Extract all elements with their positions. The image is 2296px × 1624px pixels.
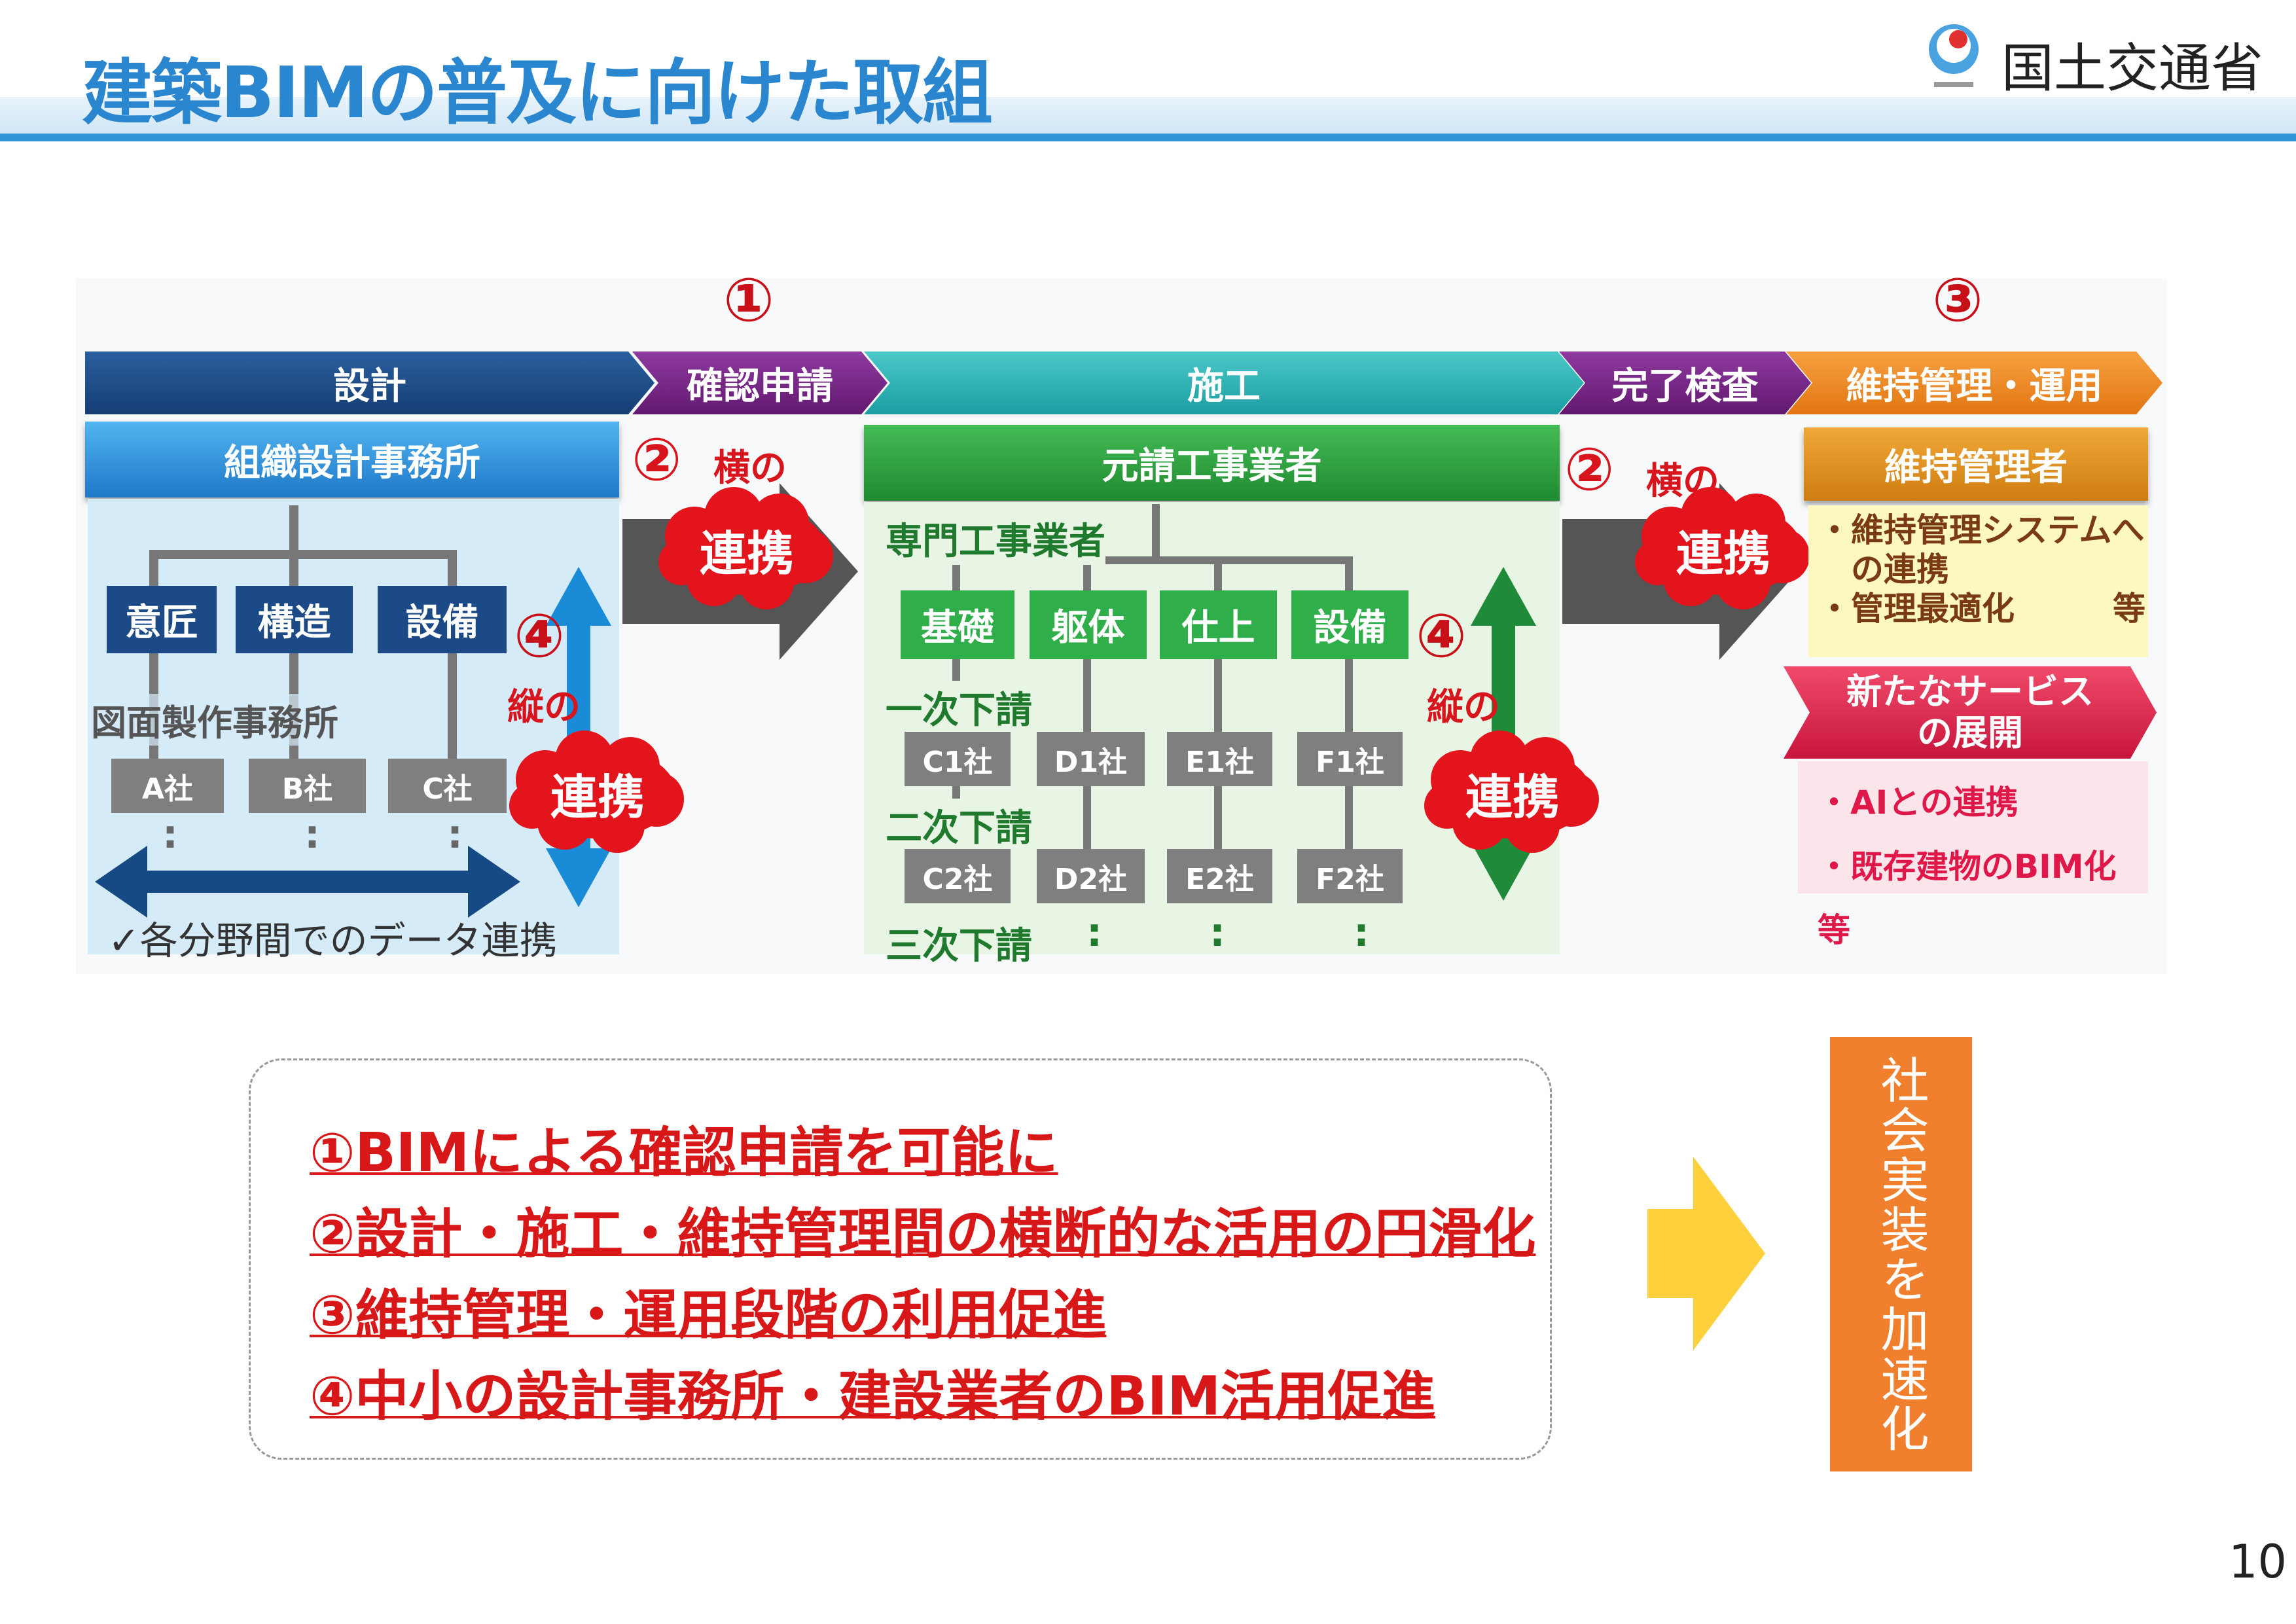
maintenance-area: ・維持管理システムへ の連携・管理最適化 等 (1808, 505, 2148, 657)
arrow-right-icon (1647, 1157, 1765, 1350)
org-label: 元請工事業者 (1102, 444, 1322, 488)
cloud-label: 連携 (550, 769, 645, 825)
company-e1: E1社 (1167, 732, 1272, 786)
ellipsis: : (304, 812, 320, 857)
header-rule (0, 134, 2296, 141)
cloud-label: 連携 (699, 526, 794, 581)
org-label: 組織設計事務所 (224, 441, 480, 484)
ellipsis: : (1210, 910, 1225, 956)
link-cloud: 連携 (1632, 484, 1815, 615)
services-area: ・AIとの連携 ・既存建物のBIM化 等 (1798, 761, 2148, 949)
phase-label: 維持管理・運用 (1846, 365, 2103, 408)
company-b: B社 (249, 759, 366, 813)
company-a: A社 (111, 759, 224, 813)
phase-label: 確認申請 (687, 365, 833, 408)
marker-2-glyph: ② (632, 425, 682, 494)
cloud-label: 連携 (1465, 769, 1560, 825)
tree-line (289, 505, 298, 587)
org-label: 維持管理者 (1884, 446, 2068, 489)
marker-2: ② (1564, 435, 1614, 504)
company-c1: C1社 (905, 732, 1011, 786)
phase-label: 完了検査 (1611, 365, 1759, 408)
ellipsis: : (1086, 910, 1102, 956)
tree-line (149, 550, 457, 559)
trade-foundation: 基礎 (901, 590, 1014, 659)
vertical-link-label: 縦の (507, 686, 581, 729)
tier1-label: 一次下請 (886, 681, 1032, 734)
ellipsis: : (162, 812, 178, 857)
marker-1: ① (723, 265, 774, 335)
tier3-label: 三次下請 (886, 925, 1032, 967)
service-item: ・既存建物のBIM化 等 (1818, 847, 2117, 950)
phase-confirmation: 確認申請 (632, 352, 888, 414)
marker-3: ③ (1932, 265, 1983, 335)
header-band (0, 97, 2296, 135)
maintenance-item: の連携 (1818, 550, 1949, 588)
vertical-link-label: 縦の (1427, 686, 1500, 729)
tree-line (448, 550, 457, 759)
summary-item-2: ②設計・施工・維持管理間の横断的な活用の円滑化 (310, 1203, 1536, 1265)
marker-2: ② (632, 425, 681, 494)
horizontal-double-arrow-icon (95, 846, 520, 918)
summary-item-1: ①BIMによる確認申請を可能に (310, 1122, 1058, 1184)
maintenance-item: ・維持管理システムへ (1818, 511, 2145, 549)
cloud-icon (1635, 487, 1810, 609)
page-title: 建築BIMの普及に向けた取組 (82, 52, 993, 134)
ellipsis: : (447, 812, 463, 857)
trade-finish: 仕上 (1160, 590, 1277, 659)
service-item: ・AIとの連携 (1818, 784, 2018, 821)
link-cloud: 連携 (506, 727, 689, 858)
cloud-icon (658, 487, 833, 609)
link-cloud: 連携 (1421, 727, 1604, 858)
org-general-contractor: 元請工事業者 (864, 425, 1560, 501)
company-d2: D2社 (1037, 849, 1145, 903)
marker-4: ④ (514, 601, 565, 671)
trade-mep: 設備 (1291, 590, 1408, 659)
trade-frame: 躯体 (1030, 590, 1147, 659)
horizontal-link-label: 横の (713, 447, 787, 490)
tier2-label: 二次下請 (886, 799, 1032, 852)
phase-label: 設計 (333, 365, 406, 408)
callout-box: 社会実装を加速化 (1830, 1037, 1972, 1471)
ministry-logo: 国土交通省 (1918, 20, 2284, 99)
banner-line: 新たなサービス (1846, 671, 2094, 713)
discipline-structure: 構造 (236, 586, 353, 653)
summary-item-4: ④中小の設計事務所・建設業者のBIM活用促進 (310, 1365, 1436, 1428)
banner-line: の展開 (1917, 712, 2023, 753)
phase-completion: 完了検査 (1559, 352, 1811, 414)
page-number: 10 (2229, 1535, 2287, 1589)
logo-mark-icon (1929, 24, 1979, 87)
cloud-icon (509, 731, 684, 853)
link-cloud: 連携 (655, 484, 838, 615)
data-link-note: ✓各分野間でのデータ連携 (108, 918, 558, 963)
maintenance-item: ・管理最適化 等 (1818, 590, 2145, 628)
new-services-banner: 新たなサービス の展開 (1784, 666, 2157, 759)
phase-construction: 施工 (864, 352, 1584, 414)
phase-maintenance: 維持管理・運用 (1786, 352, 2162, 414)
cloud-label: 連携 (1676, 526, 1770, 581)
specialists-label: 専門工事業者 (886, 512, 1105, 565)
marker-4: ④ (1416, 601, 1467, 671)
summary-item-3: ③維持管理・運用段階の利用促進 (310, 1284, 1107, 1346)
org-design-office: 組織設計事務所 (85, 422, 619, 497)
phase-label: 施工 (1187, 365, 1261, 408)
company-f2: F2社 (1297, 849, 1403, 903)
marker-2-glyph: ② (1564, 435, 1615, 504)
company-f1: F1社 (1297, 732, 1403, 786)
summary-box: ①BIMによる確認申請を可能に ②設計・施工・維持管理間の横断的な活用の円滑化 … (249, 1058, 1552, 1460)
drafting-office-label: 図面製作事務所 (91, 694, 338, 746)
company-c: C社 (388, 759, 507, 813)
company-d1: D1社 (1037, 732, 1145, 786)
org-facility-manager: 維持管理者 (1804, 427, 2148, 501)
callout-text: 社会実装を加速化 (1873, 1055, 1929, 1453)
ministry-name: 国土交通省 (2001, 38, 2263, 99)
phase-design: 設計 (85, 352, 655, 414)
discipline-mep: 設備 (378, 586, 507, 653)
cloud-icon (1424, 731, 1599, 853)
company-c2: C2社 (905, 849, 1011, 903)
ellipsis: : (1354, 910, 1369, 956)
company-e2: E2社 (1167, 849, 1272, 903)
tree-line (1152, 504, 1160, 563)
discipline-architecture: 意匠 (107, 586, 217, 653)
